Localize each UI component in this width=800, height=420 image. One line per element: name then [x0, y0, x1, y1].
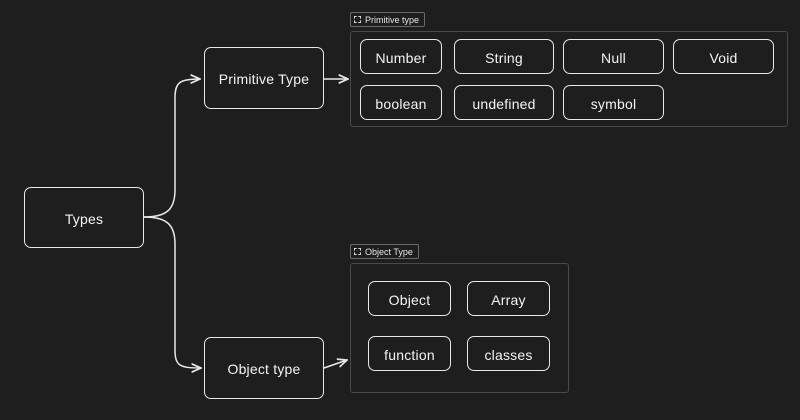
connector-root-to-object: [143, 216, 201, 368]
item-boolean[interactable]: boolean: [360, 85, 442, 120]
primitive-type-node-label: Primitive Type: [218, 71, 310, 87]
frame-icon: [354, 248, 361, 255]
primitive-type-frame[interactable]: [350, 31, 788, 127]
item-undefined[interactable]: undefined: [454, 85, 554, 120]
item-classes[interactable]: classes: [467, 336, 550, 371]
types-node-label: Types: [64, 210, 104, 227]
object-type-frame[interactable]: [350, 263, 569, 393]
types-node[interactable]: Types: [24, 187, 144, 248]
item-number-label: Number: [375, 49, 427, 66]
item-function[interactable]: function: [368, 336, 451, 371]
connector-object-to-frame: [323, 360, 347, 369]
object-type-node[interactable]: Object type: [204, 337, 324, 399]
item-string-label: String: [485, 49, 523, 66]
object-type-frame-label[interactable]: Object Type: [350, 244, 419, 259]
item-array[interactable]: Array: [467, 281, 550, 316]
item-void-label: Void: [709, 49, 738, 66]
object-type-node-label: Object type: [227, 361, 301, 377]
item-array-label: Array: [491, 291, 526, 308]
connector-root-to-primitive: [143, 79, 200, 218]
item-number[interactable]: Number: [360, 39, 442, 74]
frame-icon: [354, 16, 361, 23]
primitive-type-node[interactable]: Primitive Type: [204, 47, 324, 109]
item-undefined-label: undefined: [472, 95, 536, 112]
item-classes-label: classes: [484, 346, 533, 363]
item-string[interactable]: String: [454, 39, 554, 74]
item-null-label: Null: [601, 49, 626, 66]
item-function-label: function: [384, 346, 435, 363]
primitive-type-frame-label[interactable]: Primitive type: [350, 12, 426, 27]
item-null[interactable]: Null: [563, 39, 664, 74]
item-symbol[interactable]: symbol: [563, 85, 664, 120]
item-void[interactable]: Void: [673, 39, 774, 74]
item-boolean-label: boolean: [375, 95, 427, 112]
item-object-label: Object: [388, 291, 431, 308]
primitive-type-frame-title: Primitive type: [365, 14, 420, 25]
item-object[interactable]: Object: [368, 281, 451, 316]
object-type-frame-title: Object Type: [365, 246, 413, 257]
item-symbol-label: symbol: [590, 95, 637, 112]
